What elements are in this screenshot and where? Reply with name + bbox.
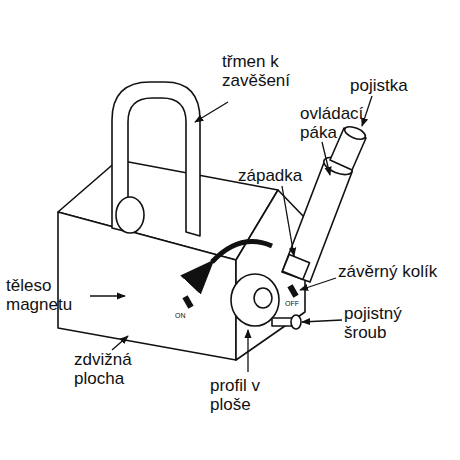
leader bbox=[300, 278, 336, 290]
leader bbox=[112, 336, 128, 350]
leader bbox=[362, 96, 372, 126]
part-label: profil v ploše bbox=[210, 376, 286, 414]
bail bbox=[112, 82, 200, 236]
part-label: západka bbox=[238, 166, 318, 185]
part-label: těleso magnetu bbox=[6, 276, 86, 314]
screw-head bbox=[291, 315, 301, 329]
part-label: závěrný kolík bbox=[338, 262, 456, 281]
switch-mark-label: OFF bbox=[285, 300, 305, 308]
switch-mark-label: ON bbox=[175, 312, 195, 320]
leader bbox=[90, 295, 125, 296]
fuse-top bbox=[343, 124, 367, 142]
part-label: pojistný šroub bbox=[344, 304, 434, 342]
bail-pivot bbox=[116, 197, 144, 233]
bail-label: třmen k zavěšení bbox=[222, 52, 322, 90]
part-label: pojistka bbox=[350, 76, 430, 95]
part-label: zdvižná plocha bbox=[74, 350, 154, 388]
on-mark bbox=[182, 295, 193, 308]
magnet-front bbox=[58, 212, 236, 360]
knob-hole bbox=[254, 288, 272, 308]
leader bbox=[195, 102, 228, 122]
leader bbox=[322, 142, 330, 175]
latch bbox=[282, 255, 309, 280]
leader bbox=[302, 320, 342, 322]
leader bbox=[247, 330, 248, 372]
part-label: ovládací páka bbox=[300, 104, 380, 142]
off-mark bbox=[287, 284, 298, 297]
rotation-arrow bbox=[212, 242, 272, 262]
leader bbox=[282, 186, 294, 256]
